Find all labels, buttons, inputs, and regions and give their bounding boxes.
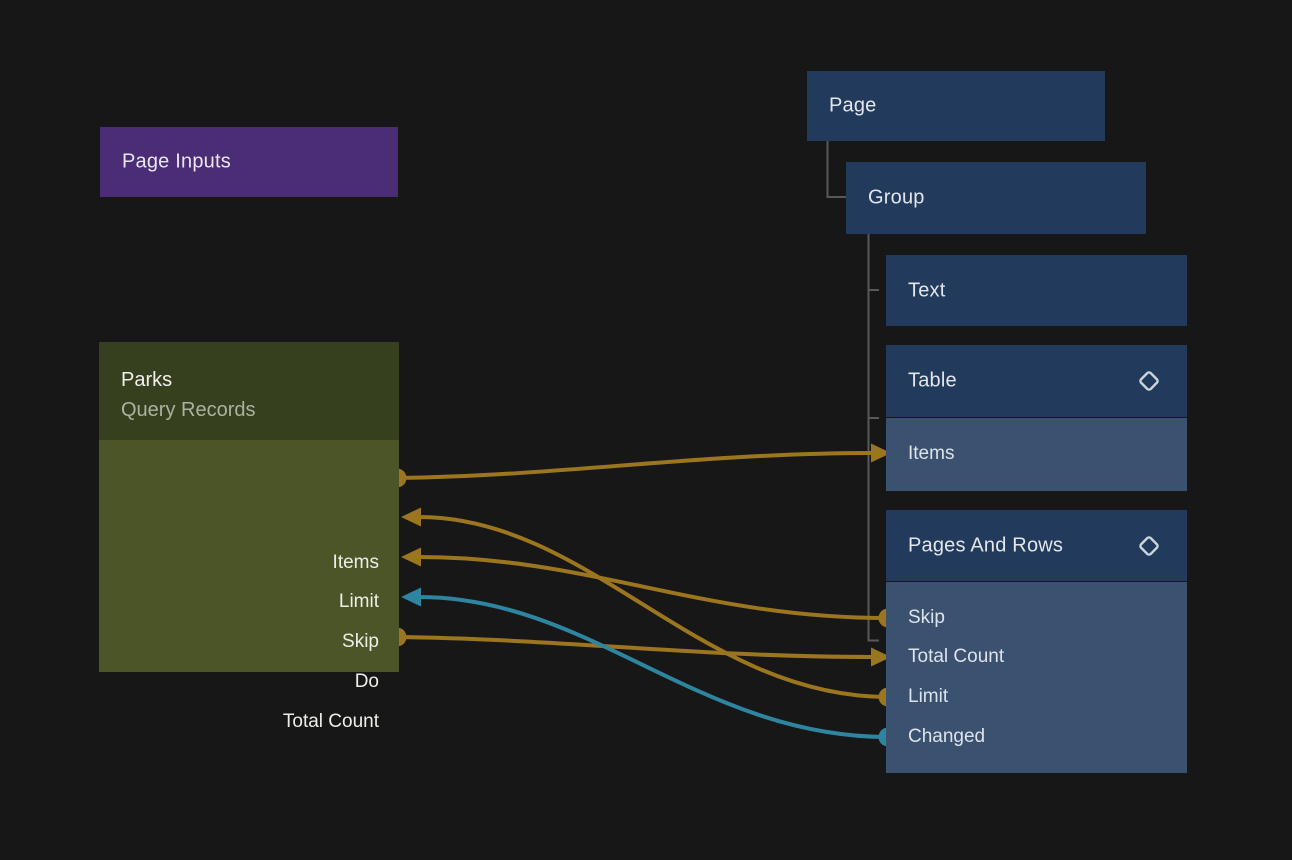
pnr-row-skip: Skip (908, 607, 945, 628)
node-parks-title: Parks (121, 369, 173, 391)
node-page-inputs-title: Page Inputs (122, 150, 231, 173)
tree-node-page-label: Page (829, 94, 877, 117)
diamond-icon[interactable] (1135, 532, 1163, 560)
port-label-skip: Skip (342, 631, 379, 652)
edge-pnr-limit-to-parks-limit[interactable] (418, 515, 889, 699)
tree-node-text[interactable]: Text (886, 255, 1187, 326)
tree-node-pages-and-rows[interactable]: Pages And Rows (886, 510, 1187, 581)
pnr-row-limit: Limit (908, 686, 949, 707)
tree-line-group-children (867, 234, 879, 642)
node-page-inputs[interactable]: Page Inputs (100, 127, 398, 197)
tree-node-group[interactable]: Group (846, 162, 1146, 234)
tree-node-page[interactable]: Page (807, 71, 1105, 141)
node-parks-subtitle: Query Records (121, 399, 256, 421)
arrowhead-parks-limit (401, 507, 421, 527)
node-parks-header: Parks Query Records (99, 342, 399, 440)
node-parks-query-records[interactable]: Parks Query Records Items Limit Skip Do … (99, 342, 399, 732)
arrowhead-parks-skip (401, 547, 421, 567)
arrowhead-parks-do (401, 587, 421, 607)
port-label-do: Do (354, 671, 379, 692)
tree-node-table[interactable]: Table (886, 345, 1187, 417)
diamond-icon[interactable] (1135, 367, 1163, 395)
port-label-limit: Limit (338, 591, 379, 612)
port-label-items: Items (332, 552, 379, 573)
port-label-total-count: Total Count (282, 711, 379, 732)
pnr-row-total-count: Total Count (908, 646, 1005, 667)
tree-line-page-group (826, 141, 846, 198)
table-items-row-label: Items (908, 443, 955, 464)
edge-pnr-changed-to-parks-do[interactable] (418, 595, 889, 739)
tree-node-text-label: Text (908, 279, 946, 301)
tree-node-group-label: Group (868, 186, 925, 209)
edge-pnr-skip-to-parks-skip[interactable] (418, 555, 889, 620)
pnr-row-changed: Changed (908, 726, 986, 747)
tree-node-table-label: Table (908, 369, 957, 392)
node-parks-body: Items Limit Skip Do Total Count (99, 440, 399, 732)
tree-node-pages-and-rows-body[interactable]: Skip Total Count Limit Changed (886, 582, 1187, 773)
tree-node-pages-and-rows-label: Pages And Rows (908, 534, 1064, 556)
edge-parks-totalcount-to-pnr-totalcount[interactable] (396, 635, 875, 659)
edge-parks-items-to-table-items[interactable] (396, 451, 875, 480)
tree-node-table-items-row[interactable]: Items (886, 418, 1187, 491)
